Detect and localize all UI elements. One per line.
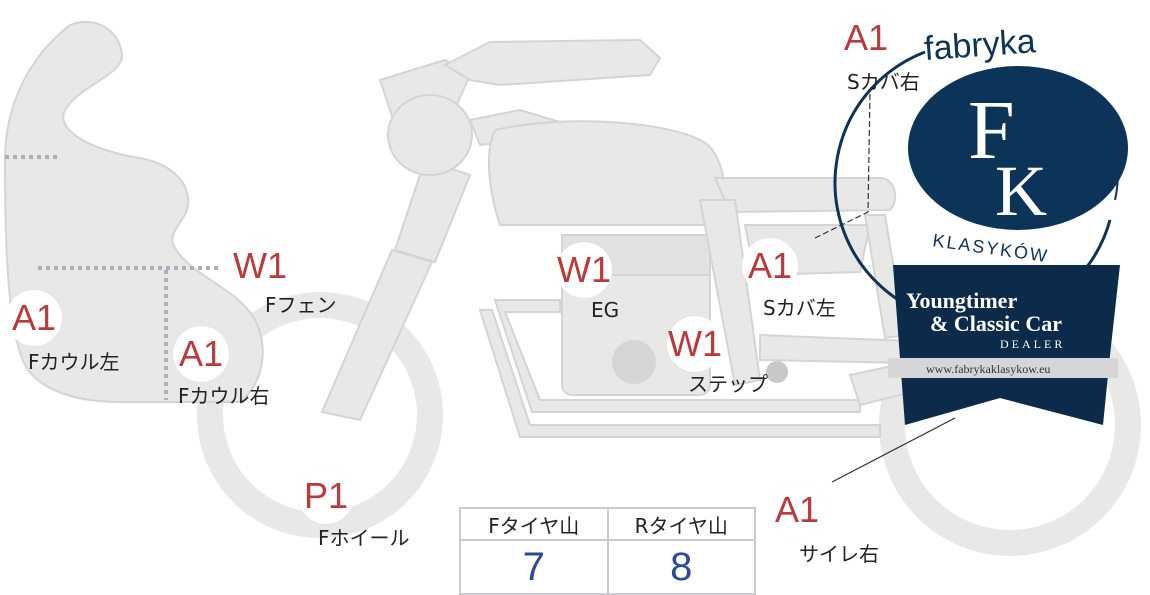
grade-badge-s-cover-left: A1	[742, 238, 798, 294]
cowl-divider-lines	[5, 155, 220, 400]
exhaust-upper	[493, 299, 861, 413]
part-label-silencer-right: サイレ右	[799, 542, 879, 566]
logo-banner-youngtimer: Youngtimer	[906, 288, 1017, 313]
engine-cover	[612, 340, 656, 384]
front-cowl	[3, 20, 264, 403]
rear-tire-header: Rタイヤ山	[606, 507, 756, 541]
grade-badge-engine: W1	[556, 242, 612, 298]
rear-tire-value: 8	[606, 539, 756, 595]
part-label-f-cowl-left: Fカウル左	[28, 350, 120, 374]
tire-tread-table: Fタイヤ山 Rタイヤ山 7 8	[459, 507, 756, 595]
grade-badge-step: W1	[667, 316, 723, 372]
part-label-f-fender: Fフェン	[265, 293, 337, 317]
part-label-s-cover-left: Sカバ左	[763, 296, 836, 320]
part-label-f-cowl-right: Fカウル右	[178, 384, 270, 408]
logo-monogram-k: K	[995, 151, 1047, 231]
part-label-f-wheel: Fホイール	[318, 526, 410, 550]
leader-lines	[814, 91, 956, 483]
front-tire-header: Fタイヤ山	[459, 507, 609, 541]
logo-url-strip	[888, 358, 1118, 378]
fk-logo: fabryka F K KLASYKÓW Youngtimer & Classi…	[833, 22, 1128, 425]
seat	[713, 177, 897, 214]
logo-banner-dealer: DEALER	[1000, 337, 1065, 351]
fuel-tank	[487, 120, 726, 226]
part-label-s-cover-right: Sカバ右	[847, 70, 920, 94]
footpeg	[766, 361, 788, 383]
frame-rear	[698, 199, 762, 387]
grade-badge-silencer-right: A1	[769, 482, 825, 538]
exhaust-lower	[478, 309, 881, 438]
headlight	[387, 94, 473, 176]
grade-badge-f-cowl-left: A1	[6, 290, 62, 346]
logo-monogram-f: F	[968, 84, 1015, 177]
part-label-engine: EG	[591, 298, 620, 322]
logo-disc	[908, 66, 1128, 230]
handlebar-grip	[442, 38, 662, 87]
front-tire-value: 7	[459, 539, 609, 595]
grade-badge-s-cover-right: A1	[838, 10, 894, 66]
logo-banner	[893, 265, 1120, 425]
motorcycle-silhouette	[3, 20, 1141, 556]
fork-upper	[393, 158, 472, 264]
logo-banner-classic: & Classic Car	[930, 311, 1062, 336]
grade-badge-f-cowl-right: A1	[173, 326, 229, 382]
logo-fabryka-text: fabryka	[923, 22, 1037, 68]
logo-banner-url: www.fabrykaklasykow.eu	[926, 362, 1050, 376]
logo-klasykow-text: KLASYKÓW	[931, 229, 1050, 266]
front-wheel	[197, 292, 443, 538]
part-label-step: ステップ	[688, 372, 768, 396]
grade-badge-f-wheel: P1	[298, 468, 354, 524]
grade-badge-f-fender: W1	[232, 238, 288, 294]
